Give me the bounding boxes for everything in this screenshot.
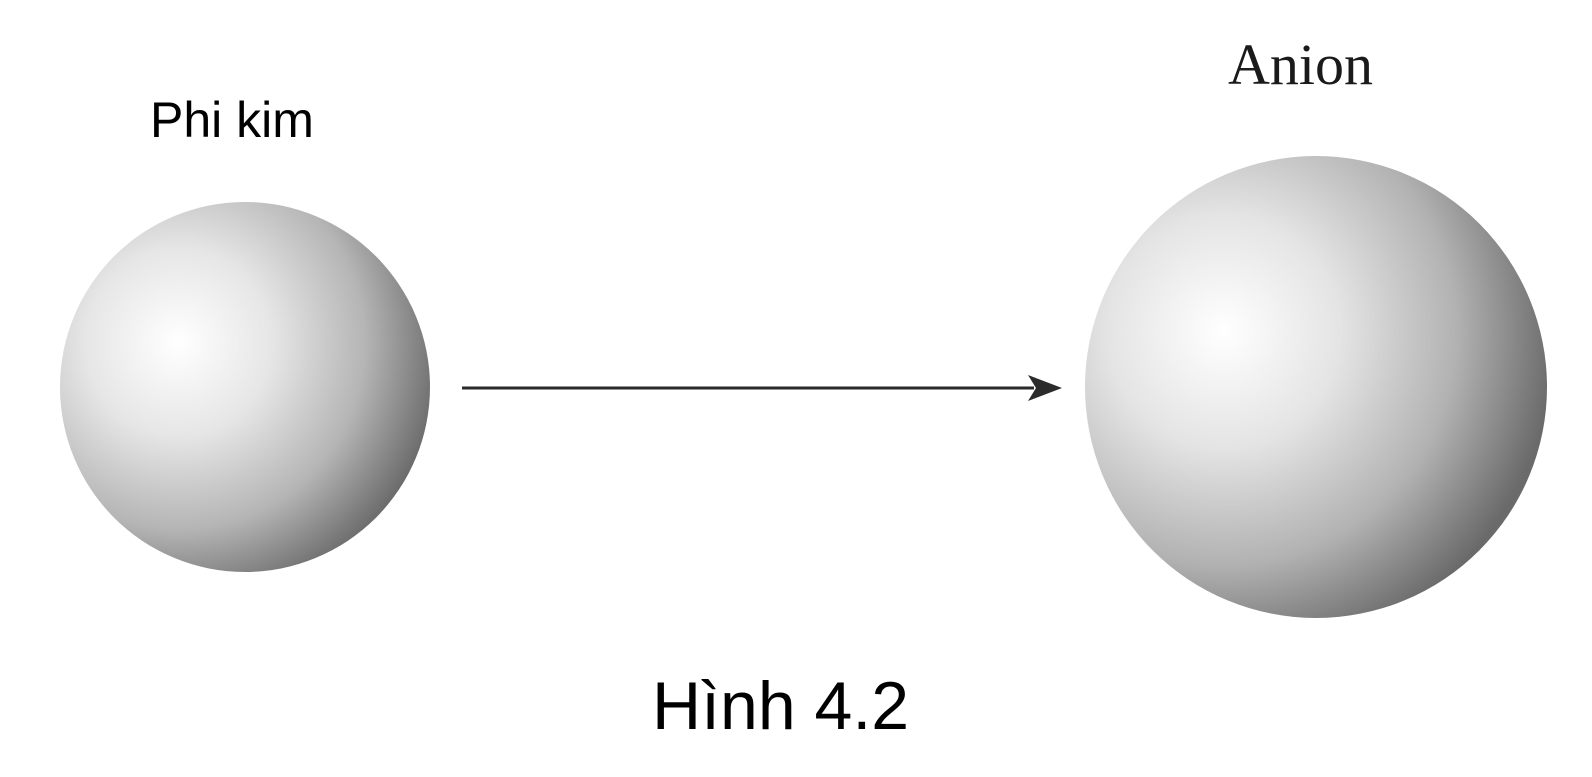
figure-caption: Hình 4.2 <box>652 668 910 744</box>
anion-label: Anion <box>1228 32 1373 97</box>
transformation-arrow <box>462 375 1062 401</box>
nonmetal-label: Phi kim <box>150 92 314 148</box>
anion-sphere <box>1085 156 1547 618</box>
nonmetal-atom-sphere <box>60 202 430 572</box>
